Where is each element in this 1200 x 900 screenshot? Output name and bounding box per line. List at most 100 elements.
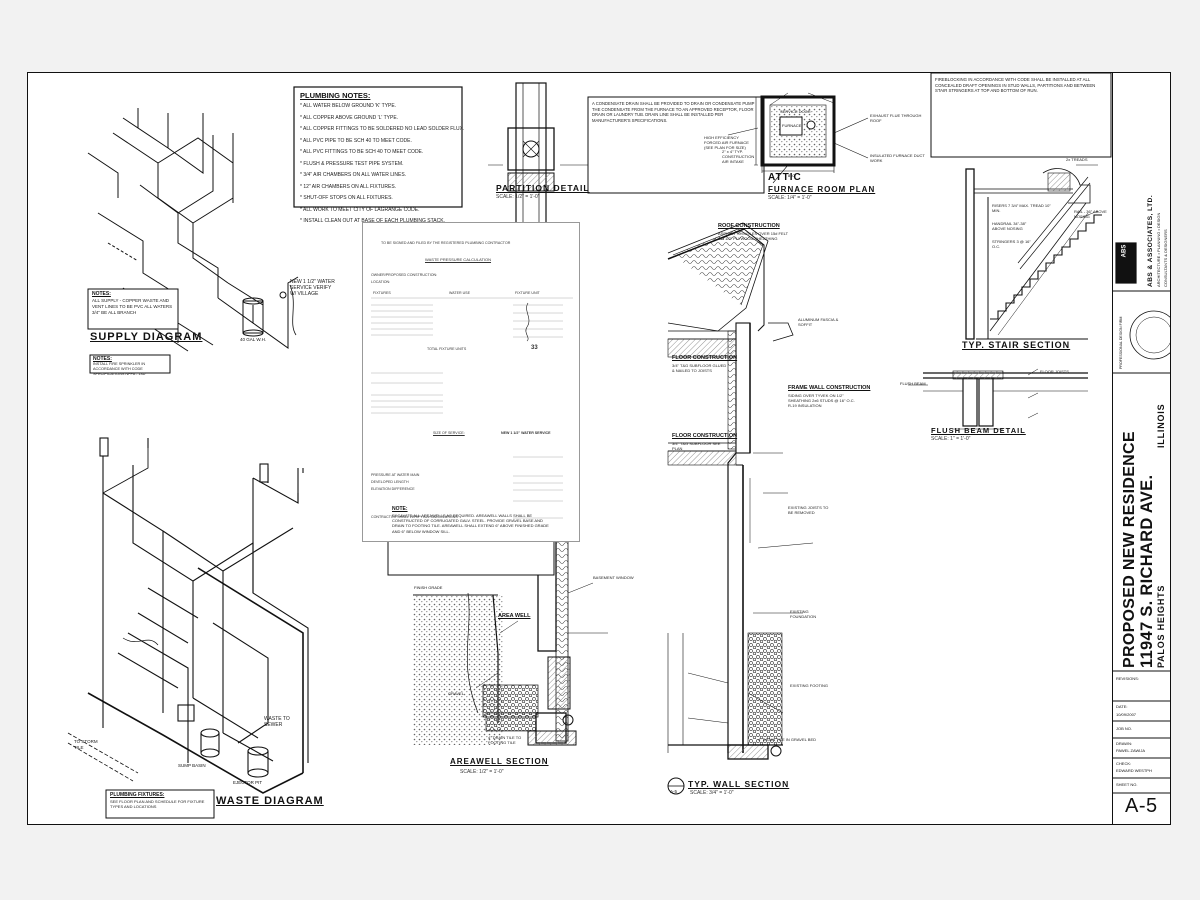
title-block: ABS & ASSOCIATES, LTD. ARCHITECTURE • PL… xyxy=(1112,73,1170,824)
area-well-label: AREA WELL xyxy=(498,613,531,619)
frame-wall-label: FRAME WALL CONSTRUCTION xyxy=(788,385,871,391)
areawell-note-label: NOTE: xyxy=(392,506,408,512)
floor-joists-label: FLOOR JOISTS xyxy=(1040,369,1069,374)
partition-detail-lines xyxy=(488,82,588,240)
form-col-water-use: WATER USE xyxy=(449,291,470,295)
gravel-label: GRAVEL xyxy=(448,691,464,696)
form-size-label: SIZE OF SERVICE: xyxy=(433,431,465,435)
form-col-fixture-unit: FIXTURE UNIT xyxy=(515,291,540,295)
supply-diagram-piping xyxy=(87,108,299,352)
existing-foundation-label: EXISTING FOUNDATION xyxy=(790,609,817,619)
form-total-value: 33 xyxy=(531,345,538,351)
attic-title: ATTIC xyxy=(768,172,802,183)
plumbing-note: * INSTALL CLEAN OUT AT BASE OF EACH PLUM… xyxy=(300,218,445,224)
water-heater-label: 40 GAL W.H. xyxy=(240,337,267,342)
title-block-lines xyxy=(1112,242,1170,794)
finish-grade-label: FINISH GRADE xyxy=(414,585,443,590)
furnace-width-dimension: 8'-0" xyxy=(788,173,796,178)
floor-construction-label-1: FLOOR CONSTRUCTION xyxy=(672,355,738,361)
condensate-note: A CONDENSATE DRAIN SHALL BE PROVIDED TO … xyxy=(592,101,755,123)
furnace-left-note: HIGH EFFICIENCY FORCED AIR FURNACE (SEE … xyxy=(704,135,749,150)
drawing-sheet: SUPPLY DIAGRAM WASTE DIAGRAM PARTITION D… xyxy=(27,72,1171,825)
form-total-label: TOTAL FIXTURE UNITS xyxy=(427,347,467,351)
plumbing-note: * 3/4" AIR CHAMBERS ON ALL WATER LINES. xyxy=(300,172,407,178)
project-title: PROPOSED NEW RESIDENCE xyxy=(1121,431,1138,668)
stair-section-title: TYP. STAIR SECTION xyxy=(962,340,1071,350)
waste-diagram-title: WASTE DIAGRAM xyxy=(216,795,324,807)
plumbing-note: * ALL COPPER ABOVE GROUND 'L' TYPE. xyxy=(300,114,399,121)
form-header: TO BE SIGNED AND FILED BY THE REGISTERED… xyxy=(381,241,511,245)
plumbing-note: * ALL PVC PIPE TO BE SCH 40 TO MEET CODE… xyxy=(300,137,412,144)
ejector-pit-label: EJECTOR PIT xyxy=(233,780,263,785)
form-location: LOCATION: xyxy=(371,280,391,284)
areawell-note-text: EXCAVATE ALL AREAWELLS AS REQUIRED. AREA… xyxy=(392,513,549,534)
firm-logo: ABS xyxy=(1121,244,1128,258)
project-address: 11947 S. RICHARD AVE. xyxy=(1138,474,1156,668)
plumbing-note: * 12" AIR CHAMBERS ON ALL FIXTURES. xyxy=(300,183,397,190)
roof-construction-label: ROOF CONSTRUCTION xyxy=(718,223,780,229)
furnace-right-note2: INSULATED FURNACE DUCT WORK xyxy=(870,153,925,163)
drain-tile-label: 4" DRAIN TILE IN GRAVEL BED xyxy=(758,737,817,742)
wall-section-lines xyxy=(667,222,814,760)
partition-scale: SCALE: 1/2" = 1'-0" xyxy=(496,194,540,200)
date-label: DATE: xyxy=(1116,704,1128,709)
plumbing-notes-heading: PLUMBING NOTES: xyxy=(300,91,371,100)
project-city: PALOS HEIGHTS xyxy=(1156,584,1166,668)
waste-to-sewer-label: WASTE TO SEWER xyxy=(264,716,290,728)
plumbing-note: * FLUSH & PRESSURE TEST PIPE SYSTEM. xyxy=(300,160,404,167)
check-label: CHECK: xyxy=(1116,761,1132,766)
partition-detail-title: PARTITION DETAIL xyxy=(496,183,590,193)
sump-basin-label: SUMP BASIN xyxy=(178,763,206,768)
existing-footing-label: EXISTING FOOTING xyxy=(790,683,829,688)
supply-diagram-title: SUPPLY DIAGRAM xyxy=(90,331,203,343)
frame-wall-text: SIDING OVER TYVEK ON 1/2" SHEATHING 2x6 … xyxy=(788,393,855,408)
plumbing-fixtures-label: PLUMBING FIXTURES: xyxy=(110,792,165,798)
remove-joists-label: EXISTING JOISTS TO BE REMOVED xyxy=(788,505,829,515)
flush-beam-scale: SCALE: 1" = 1'-0" xyxy=(931,436,971,442)
storm-tile-label: TO STORM TILE xyxy=(74,739,98,750)
stair-handrail-label: HANDRAIL 34"-38" ABOVE NOSING xyxy=(992,221,1027,231)
furnace-unit-label: FURNACE xyxy=(782,123,802,128)
sheet-number-label: SHEET NO. xyxy=(1116,782,1138,787)
stair-section-lines xyxy=(965,164,1102,340)
waste-pressure-form: TO BE SIGNED AND FILED BY THE REGISTERED… xyxy=(362,222,580,542)
check-value: EDWARD WESTPH xyxy=(1116,768,1152,773)
waste-diagram-piping xyxy=(67,437,309,794)
firm-address: CONSULTANTS & DESIGNERS xyxy=(1163,229,1168,287)
stair-rail-label: RAIL - 36" ABOVE NOSING xyxy=(1074,209,1107,219)
flush-beam-title: FLUSH BEAM DETAIL xyxy=(931,426,1026,435)
date-value: 10/09/2007 xyxy=(1116,712,1137,717)
drawn-value: PAWEL ZAWIJA xyxy=(1116,748,1146,753)
wall-scale: SCALE: 3/4" = 1'-0" xyxy=(690,790,734,796)
basement-window-label: BASEMENT WINDOW xyxy=(593,575,634,580)
eave-label: ALUMINUM FASCIA & SOFFIT xyxy=(798,317,839,327)
plumbing-notes-list: * ALL WATER BELOW GROUND 'K' TYPE. * ALL… xyxy=(300,101,464,228)
project-state: ILLINOIS xyxy=(1156,403,1166,448)
areawell-section-title: AREAWELL SECTION xyxy=(450,757,549,766)
plumbing-note: * ALL COPPER FITTINGS TO BE SOLDERED NO … xyxy=(300,126,465,132)
plumbing-note: * ALL PVC FITTINGS TO BE SCH 40 TO MEET … xyxy=(300,149,424,155)
floor-construction-label-2: FLOOR CONSTRUCTION xyxy=(672,433,738,439)
revisions-label: REVISIONS: xyxy=(1116,676,1139,681)
floor-construction-text-2: 3/4" T&G SUBFLOOR SEE PLAN xyxy=(672,441,721,451)
form-footer: CONTRACTOR SHALL VERIFY ALL CALCULATIONS xyxy=(371,515,458,519)
flush-beam-label: FLUSH BEAM xyxy=(900,381,926,386)
wall-section-tag: A-5 xyxy=(670,789,678,794)
water-service-label: NEW 1 1/2" WATER SERVICE VERIFY W/ VILLA… xyxy=(290,279,335,297)
drawing-linework xyxy=(67,73,1170,819)
form-col-fixtures: FIXTURES xyxy=(373,291,391,295)
form-developed: DEVELOPED LENGTH xyxy=(371,480,409,484)
furnace-bottom-note: 2" x 4" TYP. CONSTRUCTION AIR INTAKE xyxy=(722,149,755,164)
areawell-drain-label: 4" DRAIN TILE TO FOOTING TILE xyxy=(488,735,522,745)
flush-beam-detail-lines xyxy=(908,368,1088,430)
form-owner: OWNER/PROPOSED CONSTRUCTION: xyxy=(371,273,438,277)
supply-notes2-label: NOTES: xyxy=(93,356,112,362)
plumbing-note: * ALL WORK TO MEET CITY OF LAGRANGE CODE… xyxy=(300,206,420,213)
furnace-scale: SCALE: 1/4" = 1'-0" xyxy=(768,195,812,201)
form-rule-lines xyxy=(371,297,573,519)
stair-note: RISERS 7 3/4" MAX. TREAD 10" MIN. xyxy=(992,203,1051,213)
professional-stamp: PROFESSIONAL DESIGN FIRM xyxy=(1119,316,1123,369)
furnace-room-plan-title: FURNACE ROOM PLAN xyxy=(768,185,876,194)
roof-construction-text: ASPHALT SHINGLES OVER 15# FELT ON 1/2" P… xyxy=(718,231,788,241)
supply-notes-text: ALL SUPPLY - COPPER WASTE AND VENT LINES… xyxy=(92,298,173,315)
